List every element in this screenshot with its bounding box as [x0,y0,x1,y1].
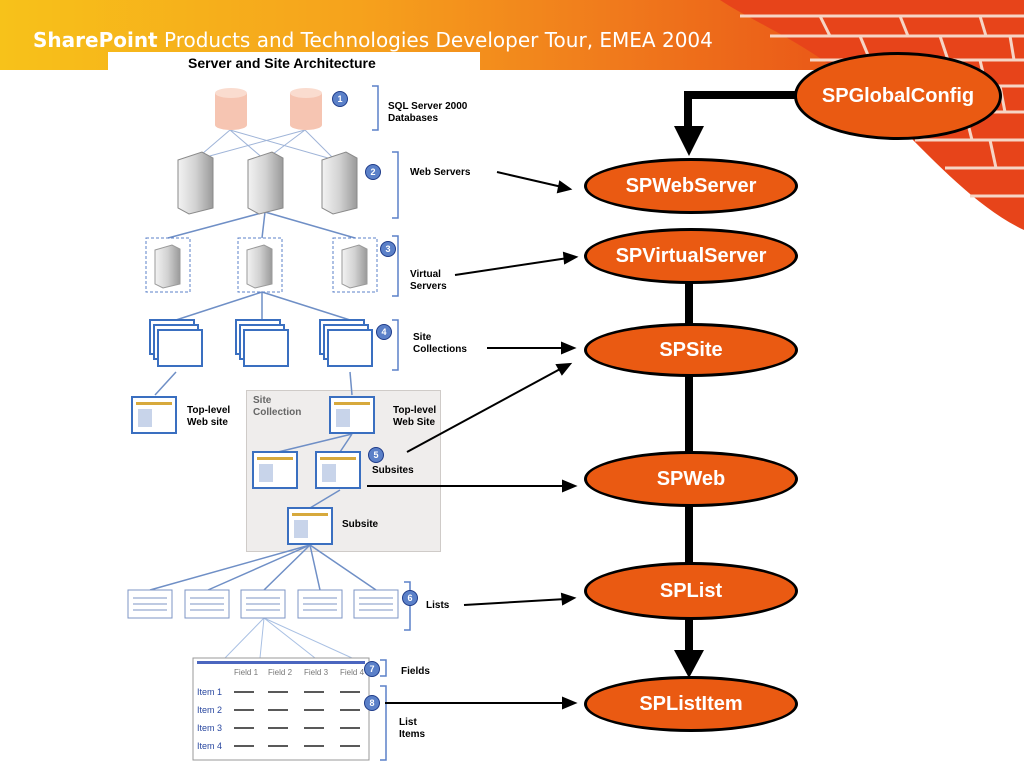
virtual-server-icon [332,237,378,293]
label-site-collection: Site Collection [253,395,302,418]
server-icon [321,151,358,215]
header-title: SharePoint Products and Technologies Dev… [33,28,713,52]
label-list-items: List Items [399,717,426,740]
field-header: Field 2 [268,668,293,677]
label-top-level-web-site-right: Top-level Web Site [393,405,437,428]
step-badge-6: 6 [402,590,418,606]
diagram-title-box: Server and Site Architecture [108,52,480,78]
web-site-icon [329,396,375,434]
step-badge-4: 4 [376,324,392,340]
object-splistitem: SPListItem [584,676,798,732]
object-spsite: SPSite [584,323,798,377]
step-badge-5: 5 [368,447,384,463]
object-spglobalconfig: SPGlobalConfig [794,52,1002,140]
arrow-down-icon [674,650,704,678]
site-collection-icon [319,319,373,367]
virtual-server-icon [237,237,283,293]
hierarchy-connector [684,91,798,652]
mapping-arrows [367,171,579,710]
site-collection-icon [149,319,203,367]
diagram-title: Server and Site Architecture [188,55,376,71]
field-header: Field 3 [304,668,329,677]
object-spwebserver: SPWebServer [584,158,798,214]
label-fields: Fields [401,666,430,677]
web-site-icon [315,451,361,489]
step-badge-1: 1 [332,91,348,107]
item-label: Item 3 [197,723,223,733]
step-badge-8: 8 [364,695,380,711]
item-label: Item 2 [197,705,223,715]
sql-database-icon [215,88,247,130]
label-top-level-web-site-left: Top-level Web site [187,405,231,428]
server-icon [177,151,214,215]
label-subsites: Subsites [372,465,414,476]
web-site-icon [287,507,333,545]
object-spweb: SPWeb [584,451,798,507]
object-spvirtualserver: SPVirtualServer [584,228,798,284]
arrow-down-icon [674,126,704,156]
step-badge-3: 3 [380,241,396,257]
step-badge-7: 7 [364,661,380,677]
item-label: Item 4 [197,741,223,751]
item-label: Item 1 [197,687,223,697]
label-web-servers: Web Servers [410,167,471,178]
site-collection-icon [235,319,289,367]
field-header: Field 4 [340,668,365,677]
object-splist: SPList [584,562,798,620]
label-virtual-servers: Virtual Servers [410,269,447,292]
label-lists: Lists [426,600,450,611]
server-icon [247,151,284,215]
label-sql-databases: SQL Server 2000 Databases [388,101,468,124]
step-badge-2: 2 [365,164,381,180]
label-site-collections: Site Collections [413,332,467,355]
virtual-server-icon [145,237,191,293]
web-site-icon [131,396,177,434]
web-site-icon [252,451,298,489]
sql-database-icon [290,88,322,130]
label-subsite: Subsite [342,519,379,530]
field-header: Field 1 [234,668,259,677]
